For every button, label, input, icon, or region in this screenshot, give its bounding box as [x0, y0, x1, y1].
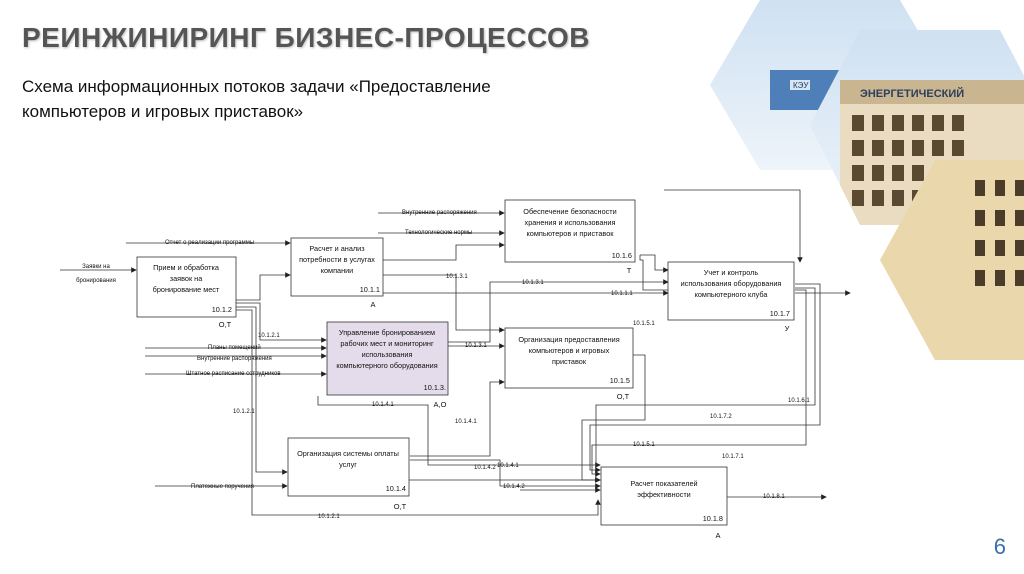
- box-10-1-2-line-2: заявок на: [170, 274, 203, 283]
- box-10-1-8-mark: А: [715, 531, 720, 540]
- box-10-1-4-mark: О,Т: [394, 502, 407, 511]
- box-10-1-5-line-1: Организация предоставления: [518, 335, 619, 344]
- box-10-1-5-line-3: приставок: [552, 357, 587, 366]
- box-10-1-5-code: 10.1.5: [610, 376, 630, 385]
- box-10-1-6-line-3: компьютеров и приставок: [527, 229, 615, 238]
- input-shtat: Штатное расписание сотрудников: [186, 371, 281, 377]
- box-10-1-7-mark: У: [785, 324, 790, 333]
- box-10-1-1-line-3: компании: [321, 266, 354, 275]
- flow-10-1-3-1-c: 10.1.3.1: [465, 343, 487, 349]
- box-10-1-3-line-1: Управление бронированием: [339, 328, 435, 337]
- flow-10-1-3-1-a: 10.1.3.1: [446, 274, 468, 280]
- box-10-1-7-line-2: использования оборудования: [681, 279, 782, 288]
- slide-subtitle: Схема информационных потоков задачи «Пре…: [22, 77, 491, 121]
- box-10-1-1-code: 10.1.1: [360, 285, 380, 294]
- flow-10-1-4-2-a: 10.1.4.2: [474, 465, 496, 471]
- hexagon-bottom-right: [880, 160, 1024, 360]
- box-10-1-1: Расчет и анализ потребности в услугах ко…: [290, 237, 384, 309]
- flow-10-1-6-1: 10.1.6.1: [788, 398, 810, 404]
- box-10-1-3-line-2: рабочих мест и мониторинг: [340, 339, 434, 348]
- input-zayavki-line-1: Заявки на: [82, 264, 110, 270]
- flow-10-1-5-1-a: 10.1.5.1: [633, 321, 655, 327]
- box-10-1-1-line-1: Расчет и анализ: [309, 244, 365, 253]
- flow-10-1-8-1: 10.1.8.1: [763, 494, 785, 500]
- box-10-1-7: Учет и контроль использования оборудован…: [667, 261, 795, 333]
- input-plany: Планы помещений: [208, 344, 261, 351]
- flow-10-1-2-1-b: 10.1.2.1: [233, 409, 255, 415]
- box-10-1-2-line-3: бронирование мест: [153, 285, 220, 294]
- box-10-1-8-code: 10.1.8: [703, 514, 723, 523]
- box-10-1-5-line-2: компьютеров и игровых: [529, 346, 610, 355]
- box-10-1-6: Обеспечение безопасности хранения и испо…: [504, 199, 636, 275]
- box-10-1-2-code: 10.1.2: [212, 305, 232, 314]
- input-vnutr-top: Внутренние распоряжения: [402, 210, 477, 216]
- box-10-1-3-code: 10.1.3.: [424, 383, 446, 392]
- box-10-1-3-line-4: компьютерного оборудования: [336, 361, 437, 370]
- flow-10-1-7-2: 10.1.7.2: [710, 414, 732, 420]
- box-10-1-2-mark: О,Т: [219, 320, 232, 329]
- box-10-1-5-mark: О,Т: [617, 392, 630, 401]
- box-10-1-3-mark: А,О: [434, 400, 447, 409]
- building-photo-hexagons: КЭУ ЭНЕРГЕТИЧЕСКИЙ: [710, 0, 1024, 360]
- box-10-1-8: Расчет показателей эффективности 10.1.8 …: [600, 466, 728, 540]
- box-10-1-1-mark: А: [370, 300, 375, 309]
- box-10-1-7-line-1: Учет и контроль: [704, 268, 759, 277]
- box-10-1-6-line-2: хранения и использования: [525, 218, 616, 227]
- flow-10-1-4-1-c: 10.1.4.1: [497, 463, 519, 469]
- box-10-1-3-line-3: использования: [362, 350, 413, 359]
- flow-10-1-4-1-a: 10.1.4.1: [372, 402, 394, 408]
- box-10-1-6-mark: Т: [627, 266, 632, 275]
- box-10-1-5: Организация предоставления компьютеров и…: [504, 327, 634, 401]
- photo-sign-left: КЭУ: [793, 81, 809, 90]
- flow-10-1-3-1-b: 10.1.3.1: [522, 280, 544, 286]
- flow-10-1-4-2-b: 10.1.4.2: [503, 484, 525, 490]
- photo-sign-right: ЭНЕРГЕТИЧЕСКИЙ: [860, 87, 964, 100]
- box-10-1-7-line-3: компьютерного клуба: [695, 290, 769, 299]
- flow-10-1-7-1: 10.1.7.1: [722, 454, 744, 460]
- box-10-1-8-line-2: эффективности: [637, 490, 691, 499]
- flow-10-1-4-1-b: 10.1.4.1: [455, 419, 477, 425]
- flow-lines: [60, 189, 851, 516]
- flow-10-1-2-1-c: 10.1.2.1: [318, 514, 340, 520]
- input-plat: Платежные поручения: [191, 484, 254, 490]
- box-10-1-2: Прием и обработка заявок на бронирование…: [136, 256, 237, 329]
- box-10-1-4-code: 10.1.4: [386, 484, 406, 493]
- box-10-1-6-code: 10.1.6: [612, 251, 632, 260]
- box-10-1-4-line-2: услуг: [339, 460, 357, 469]
- box-10-1-1-line-2: потребности в услугах: [299, 255, 375, 264]
- input-zayavki-line-2: бронирования: [76, 278, 116, 284]
- flow-10-1-5-1-b: 10.1.5.1: [633, 442, 655, 448]
- input-vnutr-mid: Внутренние распоряжения: [197, 356, 272, 362]
- input-otchet: Отчет о реализации программы: [165, 240, 254, 246]
- box-10-1-6-line-1: Обеспечение безопасности: [523, 207, 616, 216]
- box-10-1-2-line-1: Прием и обработка: [153, 263, 220, 272]
- page-number: 6: [993, 534, 1006, 559]
- box-10-1-4: Организация системы оплаты услуг 10.1.4 …: [287, 437, 410, 511]
- flow-10-1-1-1: 10.1.1.1: [611, 291, 633, 297]
- box-10-1-7-code: 10.1.7: [770, 309, 790, 318]
- box-10-1-4-line-1: Организация системы оплаты: [297, 449, 399, 458]
- input-tehnorm: Технологические нормы: [405, 230, 472, 236]
- box-10-1-8-line-1: Расчет показателей: [630, 479, 697, 488]
- box-10-1-3: Управление бронированием рабочих мест и …: [326, 321, 449, 409]
- flow-10-1-2-1: 10.1.2.1: [258, 333, 280, 339]
- slide-title: РЕИНЖИНИРИНГ БИЗНЕС-ПРОЦЕССОВ: [22, 22, 590, 53]
